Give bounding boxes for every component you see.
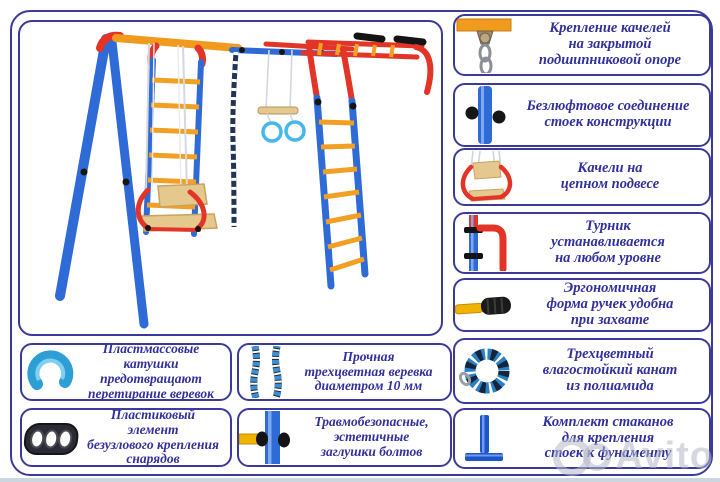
- gym-ring: [284, 120, 306, 142]
- ladder-rung: [151, 77, 201, 85]
- climbing-rope-twist: [230, 51, 239, 228]
- ladder-rung: [323, 189, 360, 200]
- feature-text: Пластиковый элемент безузлового креплени…: [87, 408, 219, 467]
- bolt-caps-icon: [239, 410, 299, 465]
- swing-frame-right: [187, 189, 207, 231]
- ladder-rung: [149, 127, 199, 135]
- image-bottom-edge: [0, 478, 720, 482]
- top-beam: [112, 34, 242, 52]
- swing-chain: [177, 44, 182, 193]
- feature-box-bolt-caps: Травмобезопасные, эстетичные заглушки бо…: [237, 408, 452, 467]
- swing-backrest: [157, 183, 208, 208]
- ladder-rail: [313, 94, 335, 290]
- red-arc: [340, 46, 355, 104]
- swing-set-image-panel: [18, 20, 443, 336]
- feature-box-swing-seat: Качели на цепном подвесе: [453, 148, 711, 206]
- pole-joint-icon: [455, 85, 513, 145]
- feature-text: Безлюфтовое соединение стоек конструкции: [526, 98, 690, 130]
- rope-coil-icon: [455, 340, 517, 402]
- feature-box-ground-cup: Комплект стаканов для крепления стоек к …: [453, 408, 711, 469]
- ladder-rung: [329, 256, 365, 273]
- ladder-rung: [318, 119, 355, 126]
- trapeze-bar: [257, 106, 299, 115]
- clamp-dot: [239, 47, 245, 53]
- ladder-rung: [322, 166, 358, 175]
- trapeze-string: [289, 49, 293, 109]
- feature-text: Травмобезопасные, эстетичные заглушки бо…: [314, 414, 429, 459]
- monkey-bar-top: [305, 39, 425, 49]
- feature-text: Комплект стаканов для крепления стоек к …: [542, 413, 674, 462]
- red-arc: [306, 43, 320, 101]
- monkey-rung: [389, 44, 395, 58]
- feature-text: Прочная трехцветная веревка диаметром 10…: [304, 348, 433, 394]
- ladder-rail: [348, 97, 369, 278]
- clamp-dot: [314, 98, 322, 106]
- clamp-dot: [279, 49, 285, 55]
- monkey-rung: [371, 44, 377, 57]
- swing-chain: [151, 42, 155, 193]
- feature-box-rope-strands: Прочная трехцветная веревка диаметром 10…: [237, 343, 452, 401]
- trapeze-string: [265, 49, 270, 109]
- swing-seat-icon: [455, 150, 517, 204]
- monkey-rung: [353, 43, 359, 57]
- gym-ring: [261, 121, 283, 143]
- cap-dot: [145, 225, 151, 231]
- feature-box-swing-bearing: Крепление качелей на закрытой подшипнико…: [453, 14, 711, 76]
- feature-box-knotless-plate: Пластиковый элемент безузлового креплени…: [20, 408, 232, 467]
- page-outer-border: [10, 10, 713, 476]
- feature-box-turnik: Турник устанавливается на любом уровне: [453, 212, 711, 274]
- knotless-plate-icon: [22, 410, 82, 465]
- ladder-rung: [320, 143, 356, 150]
- swing-chain: [145, 42, 150, 195]
- black-grip: [353, 32, 386, 43]
- ladder-rung: [325, 212, 362, 225]
- clamp-dot: [349, 102, 357, 110]
- feature-text: Трехцветный влагостойкий канат из полиам…: [542, 346, 678, 394]
- feature-text: Турник устанавливается на любом уровне: [551, 218, 665, 266]
- ladder-rung: [150, 102, 200, 110]
- rope-strands-icon: [239, 345, 293, 399]
- a-frame-front-leg: [55, 34, 111, 301]
- monkey-rung: [317, 42, 323, 56]
- swing-bearing-icon: [455, 16, 517, 74]
- grip-handle-icon: [455, 280, 517, 330]
- monkey-bar-bottom: [300, 50, 420, 60]
- black-grip: [393, 35, 427, 46]
- swing-frame-left: [135, 187, 151, 231]
- swing-set-illustration: [55, 31, 434, 329]
- ladder-rung: [327, 235, 363, 250]
- clamp-dot: [122, 178, 130, 186]
- feature-box-grip-handle: Эргономичная форма ручек удобна при захв…: [453, 278, 711, 332]
- plastic-spool-icon: [22, 345, 78, 399]
- feature-box-plastic-spool: Пластмассовые катушки предотвращают пере…: [20, 343, 232, 401]
- red-arc-right: [413, 44, 434, 95]
- feature-box-rope-coil: Трехцветный влагостойкий канат из полиам…: [453, 338, 711, 404]
- swing-frame-front: [146, 227, 201, 232]
- ladder-rung: [147, 177, 197, 185]
- clamp-dot: [80, 168, 88, 176]
- ground-cup-icon: [455, 410, 513, 467]
- feature-text: Пластмассовые катушки предотвращают пере…: [88, 343, 214, 401]
- climbing-rope: [230, 51, 239, 228]
- feature-text: Качели на цепном подвесе: [560, 160, 660, 192]
- ladder-rail: [191, 59, 204, 237]
- cap-dot: [195, 226, 201, 232]
- feature-box-pole-joint: Безлюфтовое соединение стоек конструкции: [453, 83, 711, 147]
- monkey-rung: [335, 43, 341, 56]
- ladder-rung: [148, 152, 198, 160]
- swing-chain: [182, 45, 188, 195]
- feature-text: Эргономичная форма ручек удобна при захв…: [546, 280, 674, 328]
- turnik-icon: [455, 214, 513, 272]
- feature-text: Крепление качелей на закрытой подшипнико…: [538, 20, 682, 68]
